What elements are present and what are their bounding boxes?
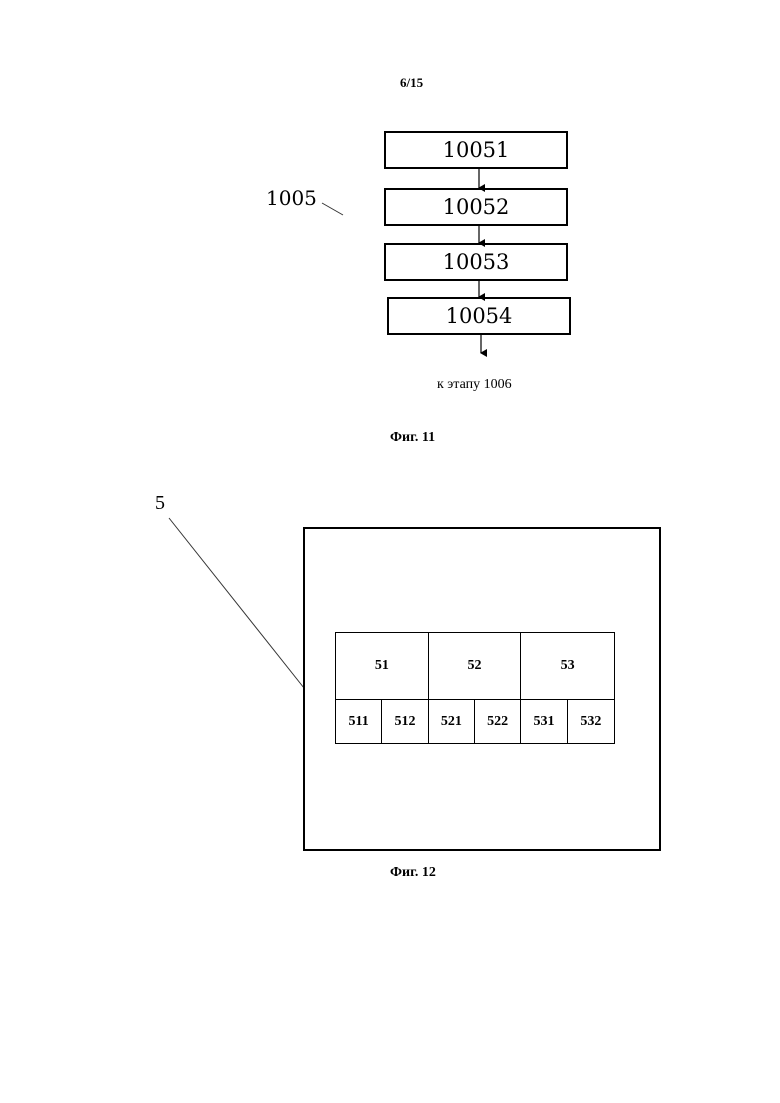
module-cell: 51 bbox=[336, 633, 429, 700]
module-cell: 53 bbox=[521, 633, 614, 700]
submodule-cell: 522 bbox=[475, 700, 521, 743]
leader-line-1005 bbox=[322, 203, 343, 215]
figure-caption: Фиг. 12 bbox=[390, 865, 436, 881]
leader-line-5 bbox=[169, 518, 304, 688]
figure-caption: Фиг. 11 bbox=[390, 430, 435, 446]
submodule-cell: 532 bbox=[568, 700, 614, 743]
module-grid: 51 52 53 511 512 521 522 531 532 bbox=[335, 632, 615, 744]
module-cell: 52 bbox=[429, 633, 522, 700]
submodule-cell: 512 bbox=[382, 700, 428, 743]
next-step-text: к этапу 1006 bbox=[437, 377, 512, 393]
submodule-cell: 511 bbox=[336, 700, 382, 743]
reference-label-5: 5 bbox=[155, 492, 165, 515]
submodule-cell: 521 bbox=[429, 700, 475, 743]
submodule-cell: 531 bbox=[521, 700, 567, 743]
